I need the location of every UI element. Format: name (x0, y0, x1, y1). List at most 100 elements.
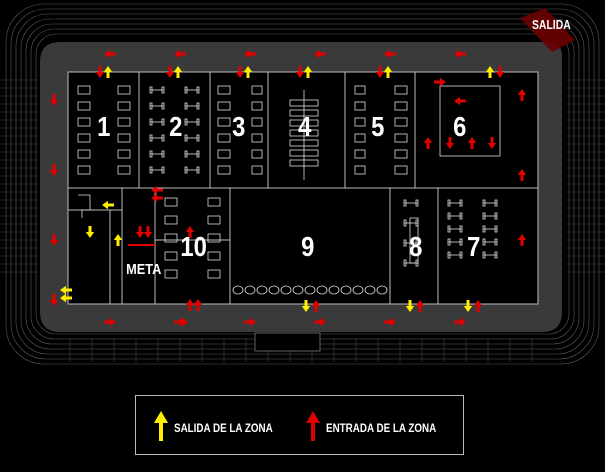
zone-6-rig (439, 85, 501, 157)
equipment-station (77, 85, 91, 95)
equipment-station (217, 149, 231, 159)
track-entry-arrow (174, 49, 186, 59)
zone-entry-arrow (375, 66, 385, 78)
equipment-station (354, 133, 366, 143)
barbell-plate (482, 251, 486, 259)
equipment-station (117, 133, 131, 143)
equipment-station (251, 149, 263, 159)
zone-8-rig (409, 217, 419, 264)
equipment-station (354, 149, 366, 159)
barbell-plate (184, 166, 188, 174)
equipment-station (354, 117, 366, 127)
equipment-station (207, 233, 221, 243)
zone-entry-arrow (487, 137, 497, 149)
equipment-station (77, 165, 91, 175)
zone-exit-arrow (485, 66, 495, 78)
barbell-plate (482, 238, 486, 246)
barbell-plate (403, 239, 407, 247)
barbell-plate (184, 102, 188, 110)
zone-exit-arrow (102, 200, 114, 210)
equipment-station (251, 165, 263, 175)
barbell-plate (482, 212, 486, 220)
rower (232, 285, 244, 295)
equipment-station (354, 165, 366, 175)
equipment-station (207, 251, 221, 261)
zone-exit-arrow (243, 66, 253, 78)
barbell-plate (459, 238, 463, 246)
zone-entry-arrow (454, 96, 466, 106)
zone-entry-arrow (473, 300, 483, 312)
barbell-plate (161, 150, 165, 158)
warmup-path (78, 194, 91, 218)
zone-5-label: 5 (371, 111, 385, 142)
zone-exit-arrow (173, 66, 183, 78)
zone-entry-arrow (311, 300, 321, 312)
equipment-station (77, 101, 91, 111)
barbell-plate (149, 134, 153, 142)
barbell-plate (494, 199, 498, 207)
barbell-plate (196, 86, 200, 94)
zone-entry-arrow (151, 193, 163, 203)
track-entry-arrow (384, 317, 396, 327)
equipment-station (217, 85, 231, 95)
barbell-plate (149, 102, 153, 110)
equipment-station (354, 101, 366, 111)
barbell-plate (161, 86, 165, 94)
equipment-station (164, 269, 178, 279)
barbell-plate (149, 118, 153, 126)
zone-7-label: 7 (467, 231, 481, 262)
zone-exit-arrow (383, 66, 393, 78)
barbell-plate (196, 150, 200, 158)
zone-exit-arrow (303, 66, 313, 78)
barbell-plate (403, 219, 407, 227)
barbell-plate (459, 225, 463, 233)
barbell-plate (196, 134, 200, 142)
track-entry-arrow (49, 294, 59, 306)
zone-entry-arrow (165, 66, 175, 78)
track-entry-arrow (244, 49, 256, 59)
track-entry-arrow (176, 317, 188, 327)
legend-entry-text: ENTRADA DE LA ZONA (326, 421, 437, 435)
zone-9-label: 9 (301, 231, 315, 262)
equipment-station (207, 269, 221, 279)
rower (244, 285, 256, 295)
barbell-plate (415, 199, 419, 207)
zone-equipment (77, 85, 501, 295)
zone-6-label: 6 (453, 111, 467, 142)
barbell-plate (494, 225, 498, 233)
zone-exit-arrow (301, 300, 311, 312)
zone-entry-arrow (135, 226, 145, 238)
equipment-station (117, 165, 131, 175)
barbell-plate (459, 199, 463, 207)
barbell-plate (184, 134, 188, 142)
track-entry-arrow (49, 94, 59, 106)
zone-entry-arrow (445, 137, 455, 149)
zone-10-label: 10 (180, 231, 207, 262)
track-entry-arrow (244, 317, 256, 327)
rower (316, 285, 328, 295)
equipment-station (217, 101, 231, 111)
zone-entry-arrow (415, 300, 425, 312)
equipment-station (207, 215, 221, 225)
equipment-station (164, 197, 178, 207)
equipment-station (394, 117, 408, 127)
equipment-station (354, 85, 366, 95)
track-entry-arrow (517, 234, 527, 246)
zone-divisions (68, 72, 538, 304)
equipment-station (217, 117, 231, 127)
zone-entry-arrow (467, 137, 477, 149)
rower (280, 285, 292, 295)
rower (268, 285, 280, 295)
zone-exit-arrow (113, 234, 123, 246)
finish-label: META (126, 261, 162, 278)
barbell-plate (184, 86, 188, 94)
barbell-plate (482, 199, 486, 207)
track-entry-arrow (454, 49, 466, 59)
zone-8-label: 8 (409, 231, 423, 262)
rower (256, 285, 268, 295)
stand-gate (254, 332, 321, 352)
zone-3-label: 3 (232, 111, 246, 142)
barbell-plate (196, 102, 200, 110)
equipment-station (164, 215, 178, 225)
